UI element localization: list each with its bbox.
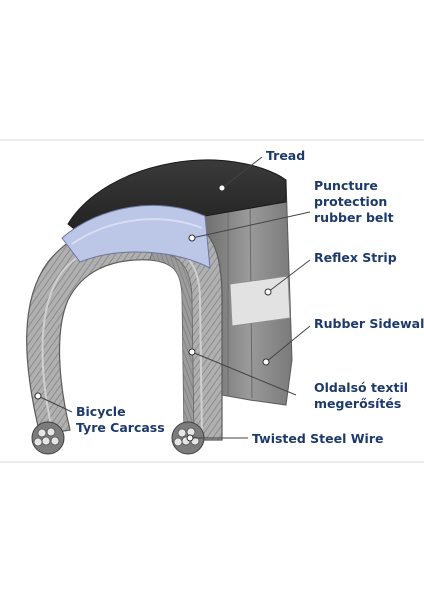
leader-lines bbox=[37, 156, 311, 439]
bead-wire-left bbox=[31, 421, 65, 455]
label-textile-reinforcement: Oldalsó textil megerősítés bbox=[314, 380, 408, 412]
label-puncture-line-2: protection bbox=[314, 194, 388, 209]
label-reflex-strip: Reflex Strip bbox=[314, 250, 397, 265]
label-steel-wire: Twisted Steel Wire bbox=[252, 431, 384, 446]
label-carcass: Bicycle Tyre Carcass bbox=[76, 404, 165, 436]
label-textile-line-1: Oldalsó textil bbox=[314, 380, 409, 395]
label-textile-line-2: megerősítés bbox=[314, 396, 402, 411]
label-rubber-sidewall: Rubber Sidewall bbox=[314, 316, 424, 331]
label-puncture-line-3: rubber belt bbox=[314, 210, 394, 225]
leader-dots bbox=[34, 184, 272, 442]
label-carcass-line-2: Tyre Carcass bbox=[76, 420, 165, 435]
label-tread: Tread bbox=[266, 148, 306, 163]
carcass-outer bbox=[26, 216, 223, 441]
label-puncture-protection: Puncture protection rubber belt bbox=[314, 178, 394, 226]
label-carcass-line-1: Bicycle bbox=[76, 404, 126, 419]
label-puncture-line-1: Puncture bbox=[314, 178, 378, 193]
reflex-strip bbox=[229, 275, 291, 327]
